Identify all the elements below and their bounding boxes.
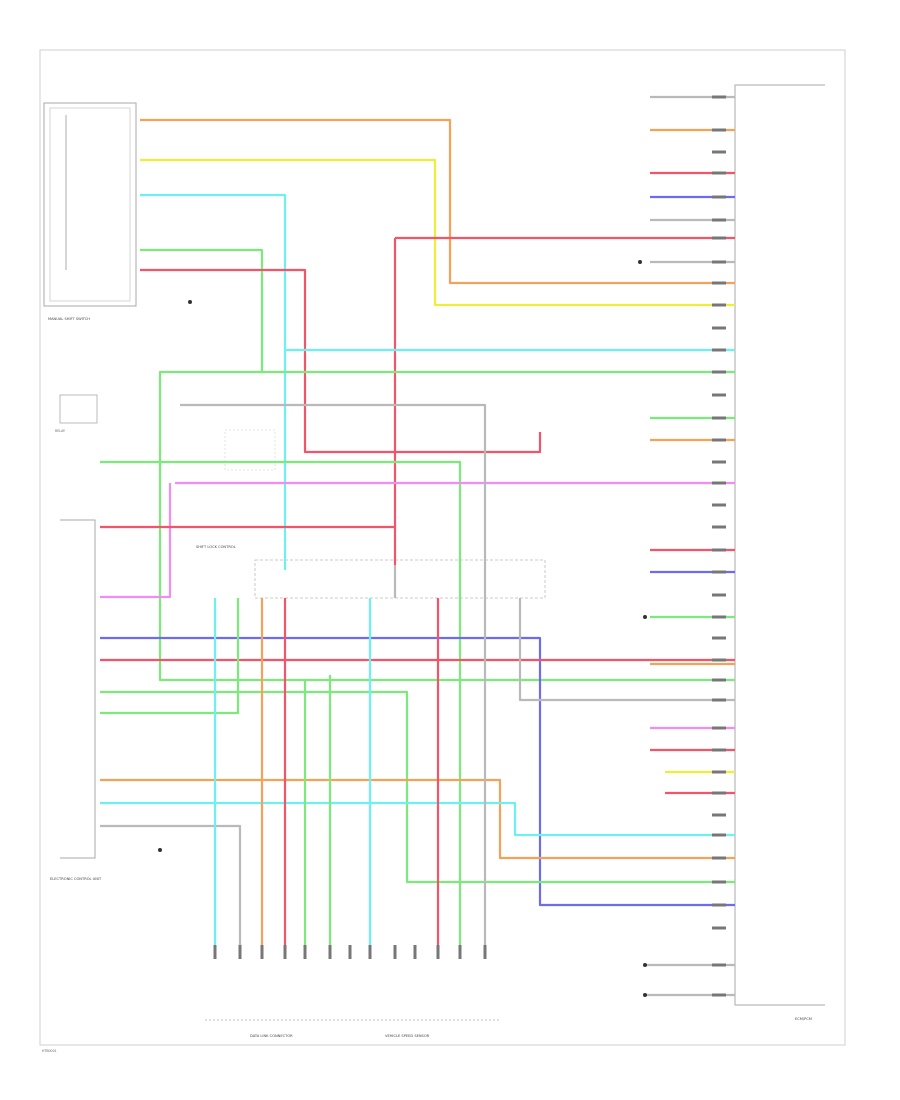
- wire-blue-13: [100, 636, 735, 907]
- switch-label: MANUAL SHIFT SWITCH: [48, 317, 90, 321]
- wire-layer: [100, 95, 735, 997]
- bottom-pin-8: [393, 945, 397, 959]
- ecm-pin-20: [712, 548, 726, 552]
- ecm-pin-35: [712, 880, 726, 884]
- ecm-pin-31: [712, 791, 726, 795]
- ecm-pin-11: [712, 348, 726, 352]
- pin-layer: [158, 95, 726, 997]
- center-module: SHIFT LOCK CONTROL: [196, 429, 546, 599]
- bottom-pin-5: [328, 945, 332, 959]
- ecm-pin-5: [712, 218, 726, 222]
- wire-green-3: [140, 248, 735, 682]
- ecm-pin-23: [712, 615, 726, 619]
- ecm-pin-18: [712, 503, 726, 507]
- bottom-connector-1-label: DATA LINK CONNECTOR: [250, 1034, 293, 1038]
- wire-orange-17: [100, 778, 735, 860]
- wire-gray-29: [180, 403, 487, 598]
- ecm-pin-22: [712, 593, 726, 597]
- ecm-pin-37: [712, 926, 726, 930]
- left-module-label: ELECTRONIC CONTROL UNIT: [50, 877, 102, 881]
- ecm-pin-26: [712, 678, 726, 682]
- bottom-pin-11: [458, 945, 462, 959]
- ecm-pin-24: [712, 636, 726, 640]
- ecm-pin-3: [712, 171, 726, 175]
- wire-cyan-18: [100, 801, 735, 837]
- ecm-pin-36: [712, 903, 726, 907]
- ecm-pin-0: [712, 95, 726, 99]
- bottom-pin-9: [413, 945, 417, 959]
- ecm-pin-15: [712, 438, 726, 442]
- diagram-frame: [39, 49, 846, 1046]
- wire-green-16: [100, 598, 240, 715]
- bottom-connectors: DATA LINK CONNECTOR VEHICLE SPEED SENSOR: [205, 1019, 500, 1038]
- wire-yellow-1: [140, 158, 735, 307]
- wire-cyan-2: [140, 193, 287, 570]
- ecm-pin-10: [712, 326, 726, 330]
- bottom-pin-12: [483, 945, 487, 959]
- wire-red-4: [140, 268, 542, 454]
- wire-gray-28: [518, 598, 735, 702]
- bottom-pin-2: [260, 945, 264, 959]
- ground-point-3: [643, 963, 647, 967]
- bottom-connector-2-label: VEHICLE SPEED SENSOR: [385, 1034, 430, 1038]
- ecm-pin-38: [712, 963, 726, 967]
- ecm-module: ECM/PCM: [734, 84, 825, 1021]
- wire-green-9: [100, 460, 462, 950]
- ecm-pin-4: [712, 195, 726, 199]
- footer-code: HTB0001: [42, 1049, 57, 1053]
- wire-pink-11: [100, 483, 172, 599]
- ecm-pin-39: [712, 993, 726, 997]
- manual-shift-switch: MANUAL SHIFT SWITCH: [43, 102, 137, 321]
- ground-point-5: [643, 615, 647, 619]
- ground-point-4: [643, 993, 647, 997]
- ecm-pin-8: [712, 281, 726, 285]
- ecm-pin-33: [712, 833, 726, 837]
- wire-green-15: [100, 690, 735, 884]
- ecm-pin-19: [712, 525, 726, 529]
- ecm-pin-7: [712, 260, 726, 264]
- ecm-pin-17: [712, 481, 726, 485]
- ground-point-2: [638, 260, 642, 264]
- ecm-pin-2: [712, 150, 726, 154]
- ecm-pin-1: [712, 128, 726, 132]
- ecm-pin-25: [712, 658, 726, 662]
- ecm-pin-16: [712, 460, 726, 464]
- bottom-pin-10: [436, 945, 440, 959]
- ecm-pin-6: [712, 236, 726, 240]
- ecm-pin-29: [712, 748, 726, 752]
- left-control-unit: ELECTRONIC CONTROL UNIT: [50, 519, 102, 881]
- bottom-pin-7: [368, 945, 372, 959]
- bottom-pin-4: [303, 945, 307, 959]
- ecm-pin-30: [712, 770, 726, 774]
- ecm-pin-34: [712, 856, 726, 860]
- bottom-pin-3: [283, 945, 287, 959]
- ecm-pin-12: [712, 370, 726, 374]
- ground-point-0: [158, 848, 162, 852]
- ecm-pin-28: [712, 726, 726, 730]
- ecm-pin-21: [712, 570, 726, 574]
- ecm-pin-13: [712, 393, 726, 397]
- ecm-pin-9: [712, 303, 726, 307]
- wire-gray-19: [100, 824, 242, 950]
- ecm-label: ECM/PCM: [795, 1017, 812, 1021]
- ecm-pin-27: [712, 698, 726, 702]
- center-module-label: SHIFT LOCK CONTROL: [196, 545, 236, 549]
- ground-point-1: [188, 300, 192, 304]
- bottom-pin-1: [238, 945, 242, 959]
- bottom-pin-0: [213, 945, 217, 959]
- relay-label: RELAY: [55, 429, 65, 433]
- ecm-pin-32: [712, 813, 726, 817]
- ecm-pin-14: [712, 416, 726, 420]
- wire-orange-0: [140, 118, 735, 285]
- relay-box: RELAY: [55, 394, 98, 433]
- bottom-pin-6: [348, 945, 352, 959]
